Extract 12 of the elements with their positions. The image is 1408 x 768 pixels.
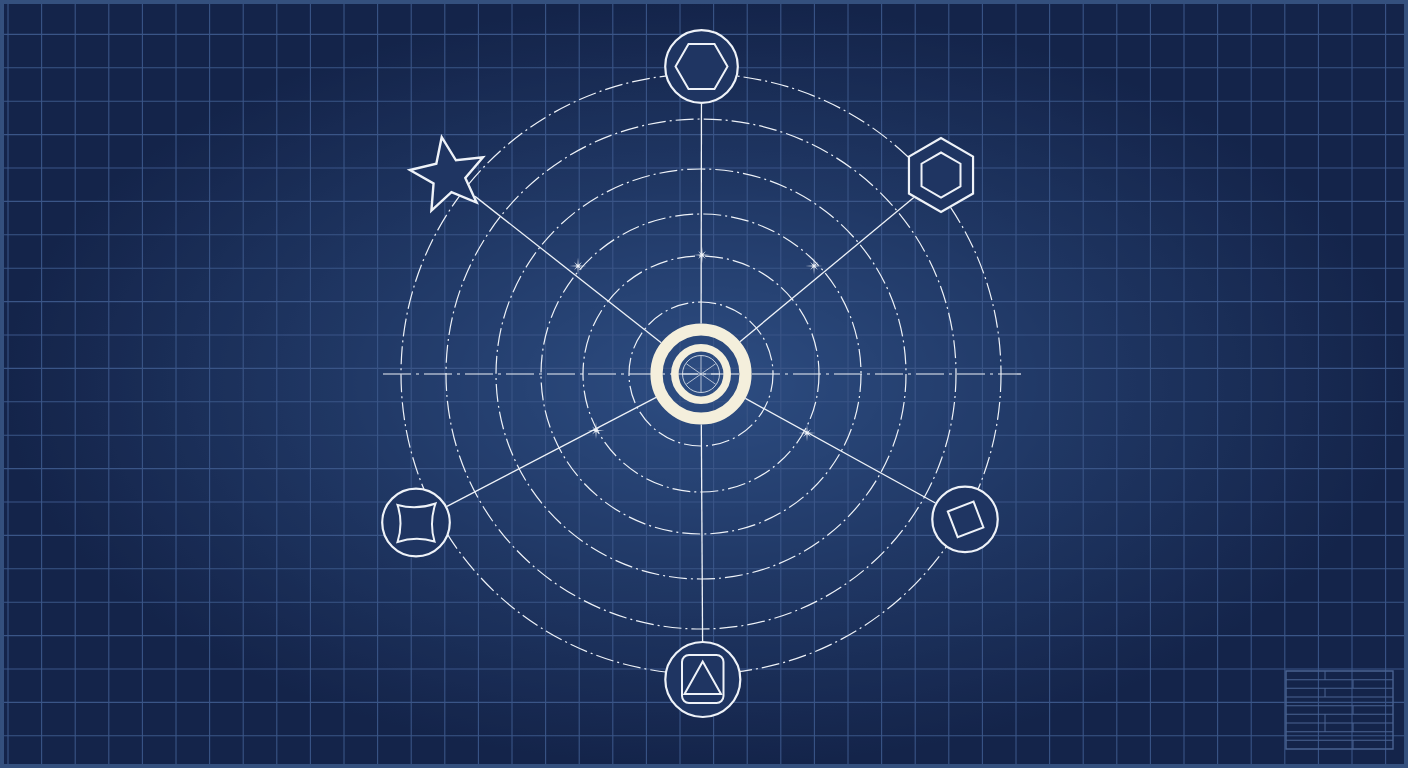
connector-line — [474, 195, 662, 344]
triangle-in-circle — [664, 640, 742, 719]
tilted-square-in-circle — [931, 485, 999, 554]
connector-line — [700, 423, 704, 642]
connector-line — [744, 397, 936, 504]
connector-line — [700, 103, 703, 325]
concentric-rings — [650, 323, 752, 425]
connector-line — [446, 396, 657, 508]
hexagon-in-circle — [664, 29, 739, 104]
concave-square-in-circle — [381, 487, 451, 558]
double-hexagon — [907, 136, 975, 214]
connector-line — [739, 196, 915, 343]
